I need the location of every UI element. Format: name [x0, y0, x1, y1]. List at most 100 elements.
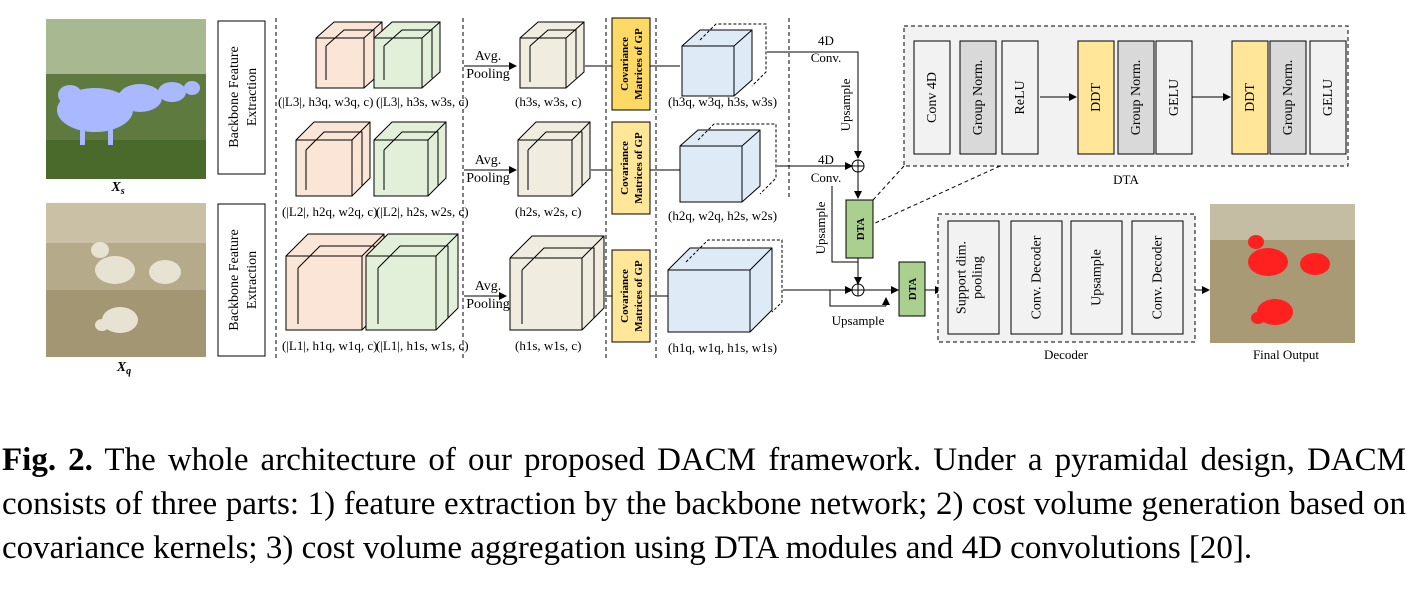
cost-volume-dims-l3: (h3q, w3q, h3s, w3s): [668, 94, 777, 109]
feature-cube-l1-support: [365, 233, 459, 331]
svg-text:Avg.: Avg.: [475, 153, 502, 168]
decoder-block-2: Upsample: [1070, 220, 1123, 335]
decoder-title: Decoder: [1044, 347, 1089, 362]
cost-volume-dims-l2: (h2q, w2q, h2s, w2s): [668, 208, 777, 223]
dta-block-label-2: ReLU: [1013, 80, 1028, 114]
cost-volume-l2: [679, 123, 777, 203]
caption-label: Fig. 2.: [2, 442, 93, 478]
svg-text:Matrices of GP: Matrices of GP: [633, 132, 645, 204]
dta-block-6: DDT: [1231, 40, 1269, 155]
avg-pooling-l1: Avg. Pooling: [464, 279, 510, 312]
feature-dims-l2-query: (|L2|, h2q, w2q, c): [282, 204, 377, 219]
dta-detail-title: DTA: [1113, 172, 1139, 187]
gp-box-l1: Covariance Matrices of GP: [611, 249, 651, 343]
upsample-l1: Upsample: [832, 313, 885, 328]
decoder-block-label-3: Conv. Decoder: [1151, 235, 1166, 319]
dta-block-label-0: Conv 4D: [925, 72, 940, 123]
dta-block-4: Group Norm.: [1117, 40, 1155, 155]
query-image: [46, 203, 206, 357]
cost-volume-dims-l1: (h1q, w1q, h1s, w1s): [668, 340, 777, 355]
figure-caption: Fig. 2. The whole architecture of our pr…: [2, 438, 1406, 570]
dta-block-7: Group Norm.: [1269, 40, 1307, 155]
feature-dims-l1-query: (|L1|, h1q, w1q, c): [282, 338, 377, 353]
conv4d-l3: 4D Conv.: [811, 33, 842, 65]
dta-detail-blocks: Conv 4D Group Norm. ReLU DDT Group Norm. GELU…: [913, 40, 1347, 155]
decoder-block-label-1: Conv. Decoder: [1030, 235, 1045, 319]
decoder-block-3: Conv. Decoder: [1131, 220, 1184, 335]
feature-dims-l2-support: (|L2|, h2s, w2s, c): [376, 204, 469, 219]
dta-block-5: GELU: [1155, 40, 1193, 155]
svg-text:DTA: DTA: [855, 218, 867, 240]
cost-volume-l1: [667, 239, 783, 333]
feature-dims-l3-query: (|L3|, h3q, w3q, c): [278, 94, 373, 109]
dta-block-1: Group Norm.: [959, 40, 997, 155]
stage-separators: [275, 18, 790, 360]
pooled-dims-l1: (h1s, w1s, c): [515, 338, 581, 353]
dta-block-label-3: DDT: [1089, 83, 1104, 112]
dta-box-mid: DTA: [845, 199, 874, 259]
svg-text:DTA: DTA: [907, 278, 919, 300]
dta-block-0: Conv 4D: [913, 40, 951, 155]
feature-dims-l1-support: (|L1|, h1s, w1s, c): [376, 338, 469, 353]
decoder-blocks: Support dim.pooling Conv. Decoder Upsample…: [947, 220, 1184, 335]
final-output-image: [1210, 204, 1355, 343]
svg-text:Avg.: Avg.: [475, 49, 502, 64]
gp-box-l3: Covariance Matrices of GP: [611, 17, 651, 111]
svg-text:Covariance: Covariance: [619, 141, 631, 195]
feature-dims-l3-support: (|L3|, h3s, w3s, c): [376, 94, 469, 109]
cost-volume-l3: [681, 23, 767, 97]
decoder-block-1: Conv. Decoder: [1010, 220, 1063, 335]
svg-text:4D: 4D: [818, 33, 834, 48]
svg-text:Covariance: Covariance: [619, 269, 631, 323]
sum-node-l1: [851, 283, 865, 297]
decoder-block-label-2: Upsample: [1090, 249, 1105, 306]
svg-text:Extraction: Extraction: [245, 68, 260, 126]
svg-text:Extraction: Extraction: [245, 251, 260, 309]
dta-block-8: GELU: [1309, 40, 1347, 155]
avg-pooling-l3: Avg. Pooling: [464, 49, 517, 82]
svg-text:Matrices of GP: Matrices of GP: [633, 28, 645, 100]
svg-text:4D: 4D: [818, 152, 834, 167]
upsample-l2: Upsample: [813, 201, 828, 254]
svg-text:Backbone Feature: Backbone Feature: [227, 229, 242, 330]
conv4d-l2: 4D Conv.: [811, 152, 842, 185]
dta-block-label-6: DDT: [1243, 83, 1258, 112]
upsample-l3: Upsample: [838, 78, 853, 131]
svg-text:Matrices of GP: Matrices of GP: [633, 260, 645, 332]
dta-box-final: DTA: [898, 261, 926, 317]
svg-text:Pooling: Pooling: [466, 171, 510, 186]
dta-block-label-5: GELU: [1167, 79, 1182, 116]
architecture-diagram: Xs Xq Backbone Feature Extraction Backbo…: [46, 17, 1355, 377]
support-image-label: Xs: [110, 180, 124, 197]
backbone-box-support: Backbone Feature Extraction: [217, 20, 266, 175]
dta-block-label-8: GELU: [1321, 79, 1336, 116]
caption-text: The whole architecture of our proposed D…: [2, 442, 1406, 566]
dta-block-2: ReLU: [1001, 40, 1039, 155]
decoder-block-0: Support dim.pooling: [947, 220, 1000, 335]
pooled-cube-l2: [517, 121, 591, 197]
decoder-block-label-0-0: Support dim.: [955, 241, 970, 314]
avg-pooling-l2: Avg. Pooling: [464, 153, 517, 186]
dta-block-label-4: Group Norm.: [1129, 60, 1144, 135]
gp-connectors: [585, 65, 680, 297]
pooled-dims-l3: (h3s, w3s, c): [515, 94, 581, 109]
query-image-label: Xq: [116, 360, 131, 377]
pooled-dims-l2: (h2s, w2s, c): [515, 204, 581, 219]
gp-box-l2: Covariance Matrices of GP: [611, 121, 651, 215]
pooled-cube-l3: [519, 21, 585, 89]
support-image: [46, 19, 206, 179]
decoder-block-label-0-1: pooling: [971, 256, 986, 299]
svg-text:Covariance: Covariance: [619, 37, 631, 91]
dta-block-label-7: Group Norm.: [1281, 60, 1296, 135]
svg-text:Avg.: Avg.: [475, 279, 502, 294]
final-output-label: Final Output: [1253, 347, 1319, 362]
svg-text:Backbone Feature: Backbone Feature: [227, 46, 242, 147]
svg-text:Conv.: Conv.: [811, 50, 842, 65]
feature-cube-l3-query: [315, 21, 383, 89]
feature-cube-l2-support: [373, 121, 447, 197]
dta-block-3: DDT: [1077, 40, 1115, 155]
feature-cube-l2-query: [295, 121, 371, 197]
backbone-box-query: Backbone Feature Extraction: [217, 203, 266, 357]
dta-block-label-1: Group Norm.: [971, 60, 986, 135]
sum-node-l2: [851, 159, 865, 173]
